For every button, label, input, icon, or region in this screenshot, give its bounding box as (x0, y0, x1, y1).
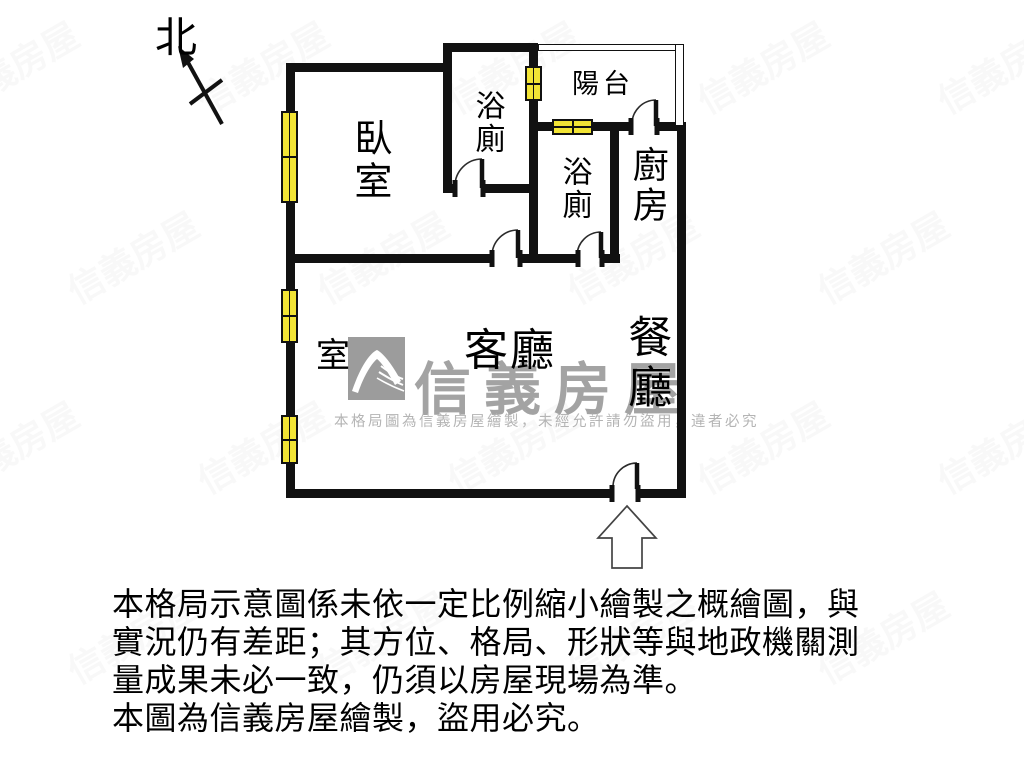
wall-bath1-bottom-right (482, 184, 533, 193)
wall-bath1-balcony-main (529, 99, 538, 263)
room-label-bedroom: 臥室 (347, 118, 390, 204)
door-balcony-kitchen (628, 99, 660, 135)
room-label-balcony: 陽台 (572, 69, 634, 99)
room-label-bath-lower: 浴廁 (557, 156, 591, 222)
disclaimer-line-4: 本圖為信義房屋繪製，盜用必究。 (112, 700, 600, 736)
window-living-upper (281, 289, 298, 343)
room-label-living: 客廳 (464, 326, 556, 375)
wall-bath2-kitchen-divider (610, 122, 619, 263)
door-bedroom (489, 229, 523, 267)
north-label: 北 (155, 16, 198, 62)
wall-bath1-balcony-top (529, 43, 538, 68)
balcony-railing-top (538, 44, 684, 51)
disclaimer-text: 本格局示意圖係未依一定比例縮小繪製之概繪圖，與 實況仍有差距；其方位、格局、形狀… (112, 585, 860, 737)
wall-bedroom-top (286, 63, 452, 72)
disclaimer-line-1: 本格局示意圖係未依一定比例縮小繪製之概繪圖，與 (112, 586, 860, 622)
room-label-bath-upper: 浴廁 (470, 90, 504, 156)
wall-bottom-left (286, 489, 612, 498)
window-bedroom (281, 111, 298, 203)
window-bath1-balcony (525, 66, 542, 101)
wall-bath1-bottom-left (443, 184, 455, 193)
entry-arrow-icon (596, 504, 658, 569)
balcony-railing-right (675, 44, 684, 126)
watermark-brand-text: 信義房屋 (414, 358, 694, 422)
watermark-notice-text: 本格局圖為信義房屋繪製，未經允許請勿盜用，違者必究 (334, 414, 759, 430)
door-entry (609, 462, 641, 502)
room-label-partial: 室 (316, 338, 350, 375)
wall-living-top-b (520, 254, 578, 263)
door-bath-lower (575, 231, 605, 267)
window-living-lower (281, 415, 298, 464)
wall-bedroom-bath-divider (443, 43, 452, 192)
wall-bath-top (443, 43, 538, 52)
wall-left (286, 63, 295, 498)
wall-right (677, 122, 686, 498)
wall-balcony-bath2-c (656, 122, 686, 131)
wall-living-top-a (286, 254, 492, 263)
disclaimer-line-3: 量成果未必一致，仍須以房屋現場為準。 (112, 662, 698, 698)
door-bath-upper (452, 158, 486, 197)
room-label-kitchen: 廚房 (627, 146, 668, 226)
wall-bottom-right (638, 489, 686, 498)
window-balcony-bath2 (552, 119, 593, 135)
room-label-dining: 餐廳 (621, 314, 671, 414)
wall-balcony-bath2-a (538, 122, 555, 131)
wall-living-top-c (602, 254, 620, 263)
disclaimer-line-2: 實況仍有差距；其方位、格局、形狀等與地政機關測 (112, 624, 860, 660)
